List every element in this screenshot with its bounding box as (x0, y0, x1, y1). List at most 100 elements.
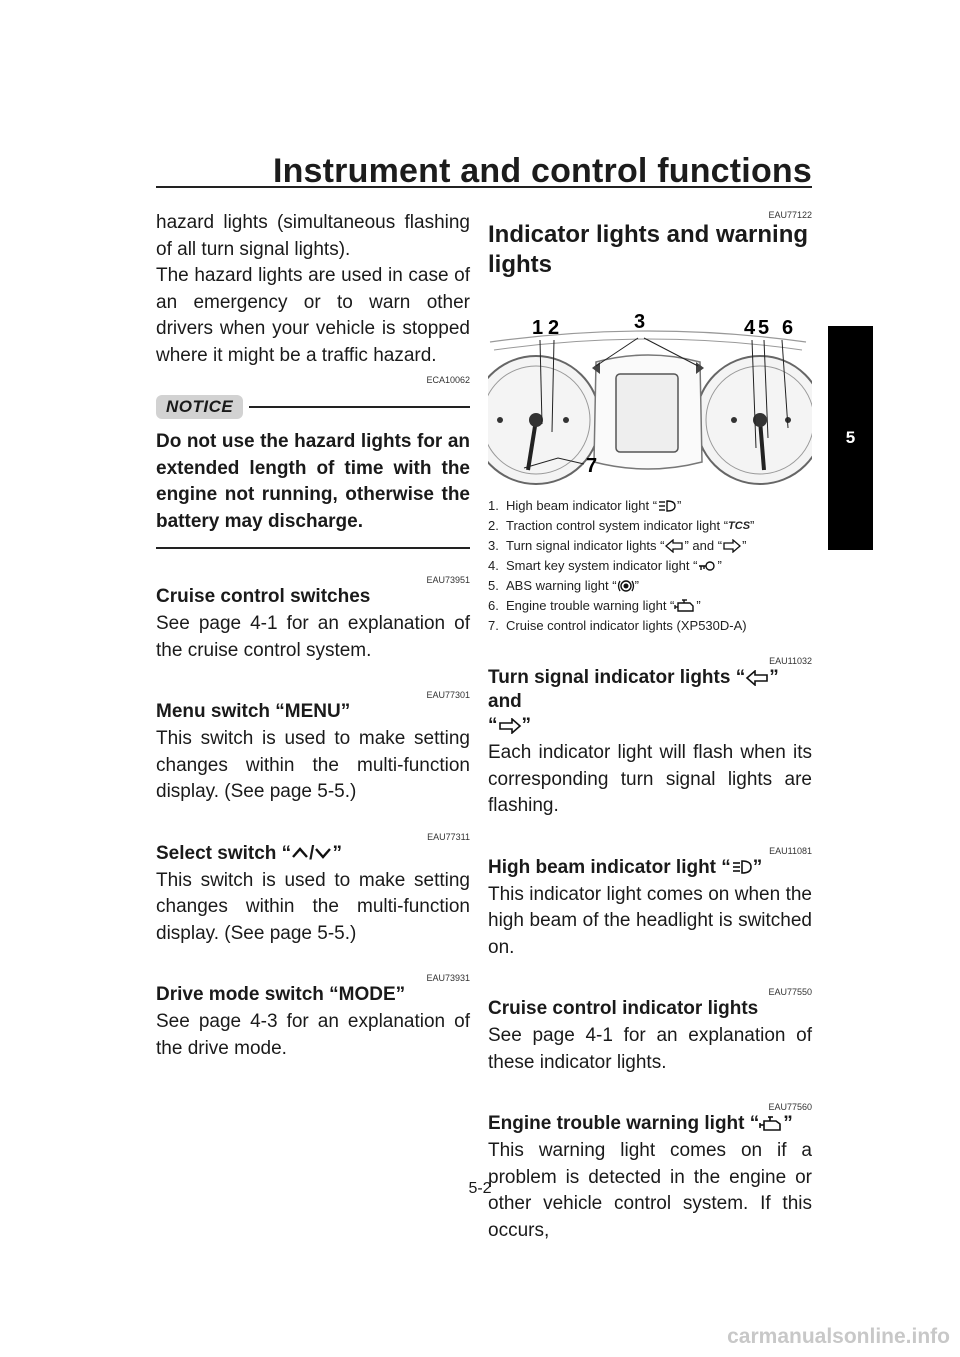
caption-3: 3. Turn signal indicator lights “ ” and … (488, 536, 812, 556)
caption-5-end: ” (634, 578, 639, 593)
drive-mode-code: EAU73931 (426, 973, 470, 983)
high-beam-title: High beam indicator light “ ” (488, 856, 812, 880)
engine-trouble-title: Engine trouble warning light “ ” (488, 1112, 812, 1136)
turn-signal-code: EAU11032 (769, 656, 812, 666)
turn-right-icon (723, 539, 742, 553)
engine-trouble-text: This warning light comes on if a problem… (488, 1140, 812, 1241)
page-title: Instrument and control functions (272, 152, 812, 190)
caption-7-num: 7. (488, 618, 499, 633)
caption-6: 6. Engine trouble warning light “ ” (488, 596, 812, 616)
drive-mode-text: See page 4-3 for an explanation of the d… (156, 1011, 470, 1059)
caption-3-text: Turn signal indicator lights “ (506, 538, 665, 553)
turn-title-a: Turn signal indicator lights “ (488, 667, 746, 688)
notice-text: Do not use the hazard lights for an exte… (156, 431, 470, 532)
select-title-pre: Select switch “ (156, 842, 292, 864)
high-beam-icon (732, 860, 752, 875)
turn-left-icon (746, 669, 769, 686)
indicator-section-title: Indicator lights and warning lights (488, 221, 809, 278)
notice-end-rule (156, 547, 470, 549)
abs-icon (617, 580, 634, 592)
drive-mode-title: Drive mode switch “MODE” (156, 984, 406, 1005)
tcs-icon: TCS (728, 520, 751, 532)
turn-title-c: “ (488, 715, 498, 736)
instrument-cluster-figure: 1 2 3 4 5 6 7 (471, 292, 825, 488)
callout-4: 4 (744, 317, 756, 339)
caption-5-text: ABS warning light “ (506, 578, 617, 593)
caption-7: 7. Cruise control indicator lights (XP53… (488, 616, 812, 636)
engine-title-b: ” (783, 1113, 793, 1134)
hazard-continued-text: hazard lights (simultaneous flashing of … (156, 212, 470, 260)
high-beam-text: This indicator light comes on when the h… (488, 883, 812, 958)
left-column: hazard lights (simultaneous flashing of … (156, 210, 470, 1062)
cruise-switch-title: Cruise control switches (156, 586, 371, 607)
turn-title-d: ” (521, 715, 532, 736)
caption-4-end: ” (717, 558, 722, 573)
cruise-indicator-code: EAU77550 (768, 987, 812, 997)
caption-1-num: 1. (488, 498, 499, 513)
caption-4: 4. Smart key system indicator light “ ” (488, 556, 812, 576)
caption-1: 1. High beam indicator light “ ” (488, 496, 812, 516)
callout-7: 7 (586, 455, 597, 477)
menu-switch-title: Menu switch “MENU” (156, 701, 351, 722)
callout-6: 6 (782, 317, 793, 339)
caption-6-text: Engine trouble warning light “ (506, 598, 675, 613)
chevron-down-icon (315, 848, 332, 860)
engine-icon (759, 1116, 782, 1131)
page-number: 5-2 (468, 1180, 492, 1197)
caption-2: 2. Traction control system indicator lig… (488, 516, 812, 536)
cruise-switch-code: EAU73951 (426, 575, 470, 585)
notice-code: ECA10062 (426, 375, 470, 385)
menu-switch-code: EAU77301 (426, 690, 470, 700)
caption-3-end: ” (742, 538, 747, 553)
high-beam-title-b: ” (752, 856, 763, 878)
indicator-section-code: EAU77122 (768, 210, 812, 220)
caption-2-text: Traction control system indicator light … (506, 518, 729, 533)
slash-glyph: / (309, 842, 315, 864)
caption-1-end: ” (677, 498, 682, 513)
select-title-post: ” (332, 842, 342, 864)
caption-4-num: 4. (488, 558, 499, 573)
chevron-up-icon (292, 847, 309, 859)
smart-key-icon (699, 561, 716, 571)
turn-signal-text: Each indicator light will flash when its… (488, 742, 812, 816)
menu-switch-text: This switch is used to make setting chan… (156, 728, 470, 802)
caption-6-end: ” (696, 598, 701, 613)
select-switch-title: Select switch “ / ” (156, 842, 470, 866)
caption-2-num: 2. (488, 518, 499, 533)
turn-right-icon (498, 717, 521, 734)
notice-header: NOTICE (156, 395, 470, 419)
high-beam-title-a: High beam indicator light “ (488, 856, 731, 878)
high-beam-code: EAU11081 (769, 845, 812, 856)
notice-badge: NOTICE (156, 395, 244, 419)
turn-signal-title: Turn signal indicator lights “” and “ ” (488, 666, 812, 738)
engine-icon (674, 599, 695, 612)
notice-rule (249, 406, 470, 408)
caption-5-num: 5. (488, 578, 499, 593)
caption-7-text: Cruise control indicator lights (XP530D-… (506, 618, 747, 633)
title-rule (156, 186, 812, 188)
select-switch-text: This switch is used to make setting chan… (156, 869, 470, 944)
engine-trouble-code: EAU77560 (768, 1102, 812, 1112)
callout-1: 1 (532, 317, 543, 339)
watermark: carmanualsonline.info (727, 1325, 950, 1348)
turn-left-icon (665, 539, 684, 553)
chapter-tab[interactable]: 5 (828, 326, 873, 550)
caption-3-num: 3. (488, 538, 499, 553)
turn-title-b: ” and (488, 667, 779, 712)
cruise-indicator-title: Cruise control indicator lights (488, 998, 759, 1019)
hazard-use-text: The hazard lights are used in case of an… (156, 265, 470, 366)
caption-1-text: High beam indicator light “ (506, 498, 658, 513)
callout-5: 5 (758, 317, 769, 339)
instrument-cluster-drawing: 1 2 3 4 5 6 7 (471, 311, 825, 485)
caption-5: 5. ABS warning light “ ” (488, 576, 812, 596)
right-column: EAU77122 Indicator lights and warning li… (471, 210, 825, 1244)
figure-caption-list: 1. High beam indicator light “ ” 2. Trac… (488, 496, 812, 636)
engine-title-a: Engine trouble warning light “ (488, 1113, 760, 1134)
caption-2-end: ” (750, 518, 755, 533)
callout-3: 3 (634, 311, 645, 333)
callout-2: 2 (548, 317, 559, 339)
caption-6-num: 6. (488, 598, 499, 613)
high-beam-icon (659, 500, 676, 512)
cruise-switch-text: See page 4-1 for an explanation of the c… (156, 613, 470, 661)
caption-4-text: Smart key system indicator light “ (506, 558, 698, 573)
